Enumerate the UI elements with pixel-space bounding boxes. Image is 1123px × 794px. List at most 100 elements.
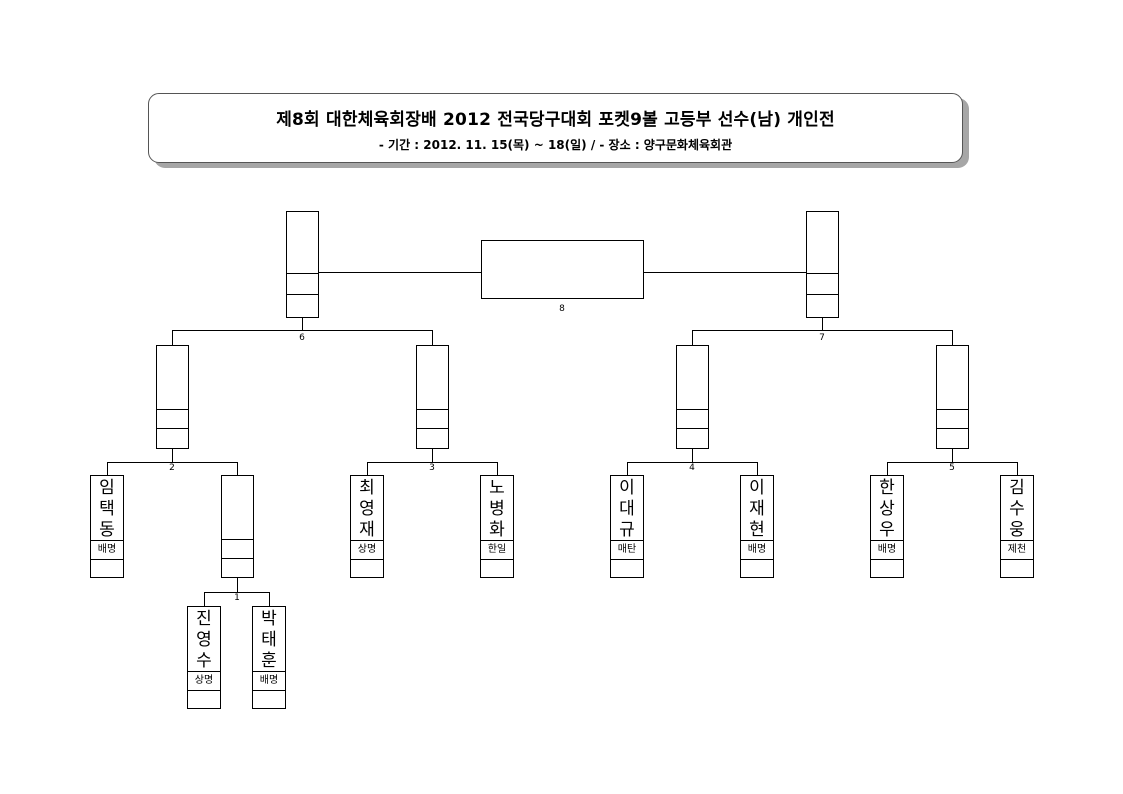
- player-club: 배명: [253, 671, 285, 691]
- quarterfinal-box: [936, 345, 969, 449]
- name-char: 노: [489, 477, 505, 498]
- round1-winner-box: [221, 475, 254, 578]
- connector: [432, 449, 433, 462]
- connector: [887, 462, 888, 475]
- player-club: 매탄: [611, 540, 643, 560]
- page-subtitle: - 기간 : 2012. 11. 15(목) ~ 18(일) / - 장소 : …: [378, 138, 733, 152]
- connector: [887, 462, 1017, 463]
- connector: [172, 330, 432, 331]
- match-number: 8: [559, 304, 565, 314]
- name-char: 병: [489, 498, 505, 519]
- connector: [692, 330, 952, 331]
- match-number: 1: [234, 593, 240, 603]
- connector: [204, 592, 205, 606]
- quarterfinal-box: [416, 345, 449, 449]
- name-char: 재: [359, 519, 375, 540]
- name-char: 수: [1009, 498, 1025, 519]
- name-char: 우: [879, 519, 895, 540]
- name-char: 영: [196, 629, 212, 650]
- connector: [952, 449, 953, 462]
- semifinal-box-left: [286, 211, 319, 318]
- match-number: 3: [429, 463, 435, 473]
- name-char: 현: [749, 519, 765, 540]
- connector: [432, 330, 433, 345]
- connector: [269, 592, 270, 606]
- player-club: 상명: [351, 540, 383, 560]
- connector: [627, 462, 757, 463]
- match-number: 6: [299, 333, 305, 343]
- connector: [107, 462, 237, 463]
- name-char: 대: [619, 498, 635, 519]
- connector: [822, 318, 823, 330]
- final-winner-box: [481, 240, 644, 299]
- name-char: 영: [359, 498, 375, 519]
- name-char: 동: [99, 519, 115, 540]
- name-char: 택: [99, 498, 115, 519]
- player-club: 상명: [188, 671, 220, 691]
- match-number: 7: [819, 333, 825, 343]
- player-club: 배명: [91, 540, 123, 560]
- connector: [237, 578, 238, 592]
- connector: [204, 592, 269, 593]
- name-char: 웅: [1009, 519, 1025, 540]
- quarterfinal-box: [156, 345, 189, 449]
- connector: [172, 449, 173, 462]
- name-char: 상: [879, 498, 895, 519]
- title-box: 제8회 대한체육회장배 2012 전국당구대회 포켓9볼 고등부 선수(남) 개…: [148, 93, 963, 163]
- name-char: 훈: [261, 650, 277, 671]
- quarterfinal-box: [676, 345, 709, 449]
- match-number: 4: [689, 463, 695, 473]
- connector: [627, 462, 628, 475]
- semifinal-box-right: [806, 211, 839, 318]
- name-char: 진: [196, 608, 212, 629]
- connector: [367, 462, 368, 475]
- connector: [497, 462, 498, 475]
- connector: [302, 318, 303, 330]
- name-char: 박: [261, 608, 277, 629]
- connector: [692, 330, 693, 345]
- connector: [952, 330, 953, 345]
- name-char: 김: [1009, 477, 1025, 498]
- match-number: 2: [169, 463, 175, 473]
- name-char: 재: [749, 498, 765, 519]
- connector: [1017, 462, 1018, 475]
- name-char: 수: [196, 650, 212, 671]
- name-char: 최: [359, 477, 375, 498]
- name-char: 이: [619, 477, 635, 498]
- match-number: 5: [949, 463, 955, 473]
- connector: [757, 462, 758, 475]
- name-char: 화: [489, 519, 505, 540]
- name-char: 이: [749, 477, 765, 498]
- player-club: 배명: [871, 540, 903, 560]
- connector: [692, 449, 693, 462]
- player-club: 배명: [741, 540, 773, 560]
- name-char: 규: [619, 519, 635, 540]
- name-char: 한: [879, 477, 895, 498]
- name-char: 태: [261, 629, 277, 650]
- player-club: 제천: [1001, 540, 1033, 560]
- connector: [172, 330, 173, 345]
- connector: [367, 462, 497, 463]
- connector: [237, 462, 238, 475]
- player-club: 한일: [481, 540, 513, 560]
- name-char: 임: [99, 477, 115, 498]
- connector: [107, 462, 108, 475]
